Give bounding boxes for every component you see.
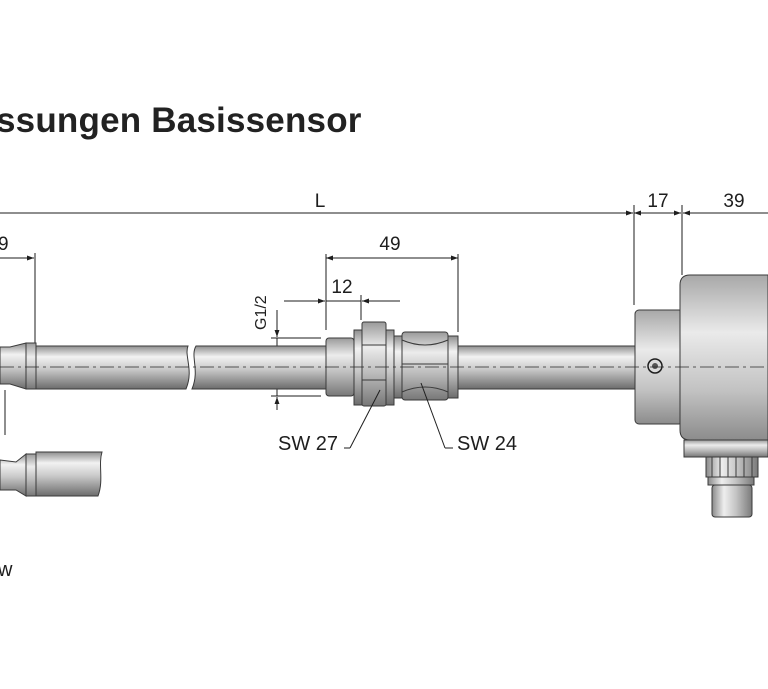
probe-tip [0, 342, 37, 390]
label-sw24-text: SW 24 [457, 433, 517, 455]
dimension-39: 39 [683, 191, 768, 216]
label-sw27-text: SW 27 [278, 433, 338, 455]
sensor-housing [679, 274, 768, 458]
cable-gland [705, 456, 759, 518]
probe-shaft [35, 345, 327, 390]
dimension-39-label: 39 [723, 191, 744, 212]
dimension-17: 17 [612, 191, 683, 305]
dimension-L-label: L [315, 191, 326, 212]
probe-detail [0, 451, 103, 497]
dimension-49-label: 49 [379, 234, 400, 255]
dimension-17-label: 17 [647, 191, 668, 212]
nut-sw24 [393, 331, 459, 401]
dimension-L: L [0, 191, 633, 216]
page-title: ssungen Basissensor [0, 101, 362, 140]
label-sw24: SW 24 [420, 382, 517, 455]
sensor-tube [457, 345, 637, 390]
dimension-9-label: 9 [0, 234, 9, 255]
dimension-49: 49 [325, 234, 459, 332]
dimension-12: 12 [284, 277, 400, 320]
dimension-9: 9 [0, 234, 36, 345]
caption-partial: w [0, 559, 13, 581]
dimension-g12-label: G1/2 [253, 295, 270, 330]
dimension-12-label: 12 [331, 277, 352, 298]
nut-sw27 [353, 321, 395, 407]
label-sw27: SW 27 [278, 389, 381, 455]
